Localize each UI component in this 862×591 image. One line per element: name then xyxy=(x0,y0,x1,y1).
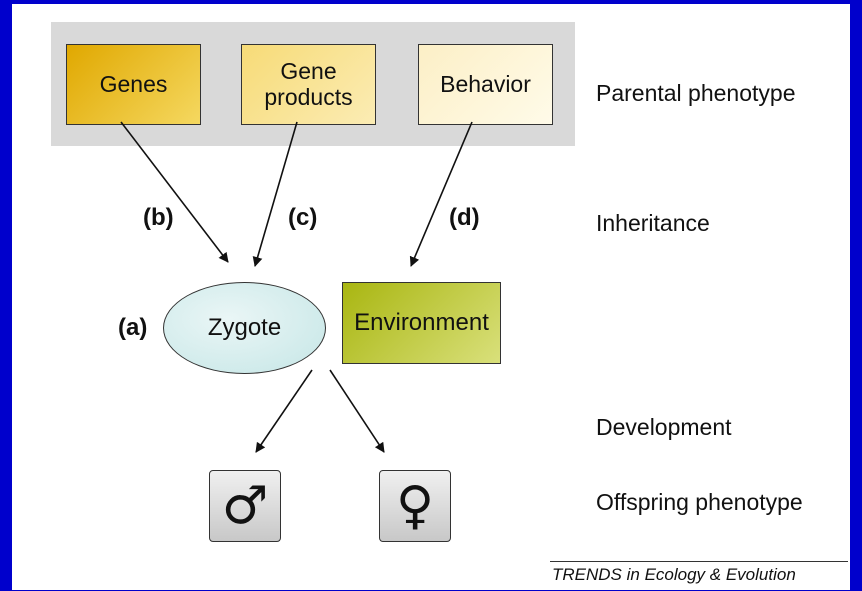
zygote-label: Zygote xyxy=(207,314,282,341)
arrow-genes-to-zygote xyxy=(120,121,229,263)
arrows-layer xyxy=(120,121,473,453)
zygote-ellipse: Zygote xyxy=(163,282,326,374)
environment-box: Environment xyxy=(342,282,501,364)
environment-label: Environment xyxy=(354,308,489,336)
gene-products-box: Gene products xyxy=(241,44,376,125)
genes-label: Genes xyxy=(99,70,168,97)
pathway-label-b: (b) xyxy=(143,204,174,231)
stage-inheritance: Inheritance xyxy=(596,210,710,236)
arrow-to-female xyxy=(329,369,385,453)
stage-development: Development xyxy=(596,414,732,440)
female-symbol-icon: ♀ xyxy=(395,476,435,536)
pathway-label-d: (d) xyxy=(449,204,480,231)
stage-parental-phenotype: Parental phenotype xyxy=(596,80,796,106)
behavior-label: Behavior xyxy=(440,70,531,97)
stage-offspring-phenotype: Offspring phenotype xyxy=(596,489,803,515)
arrow-to-male xyxy=(255,369,313,453)
male-symbol-box: ♂ xyxy=(209,470,281,542)
behavior-box: Behavior xyxy=(418,44,553,125)
genes-box: Genes xyxy=(66,44,201,125)
male-symbol-icon: ♂ xyxy=(221,476,269,536)
pathway-label-a: (a) xyxy=(118,314,148,341)
source-credit: TRENDS in Ecology & Evolution xyxy=(552,565,796,584)
arrow-behavior-to-environment xyxy=(409,121,473,267)
pathway-label-c: (c) xyxy=(288,204,318,231)
female-symbol-box: ♀ xyxy=(379,470,451,542)
gene-products-label: Gene products xyxy=(264,58,353,110)
source-divider xyxy=(550,561,848,562)
arrow-gene-products-to-zygote xyxy=(252,121,298,267)
diagram-frame: Genes Gene products Behavior Zygote Envi… xyxy=(12,4,850,590)
